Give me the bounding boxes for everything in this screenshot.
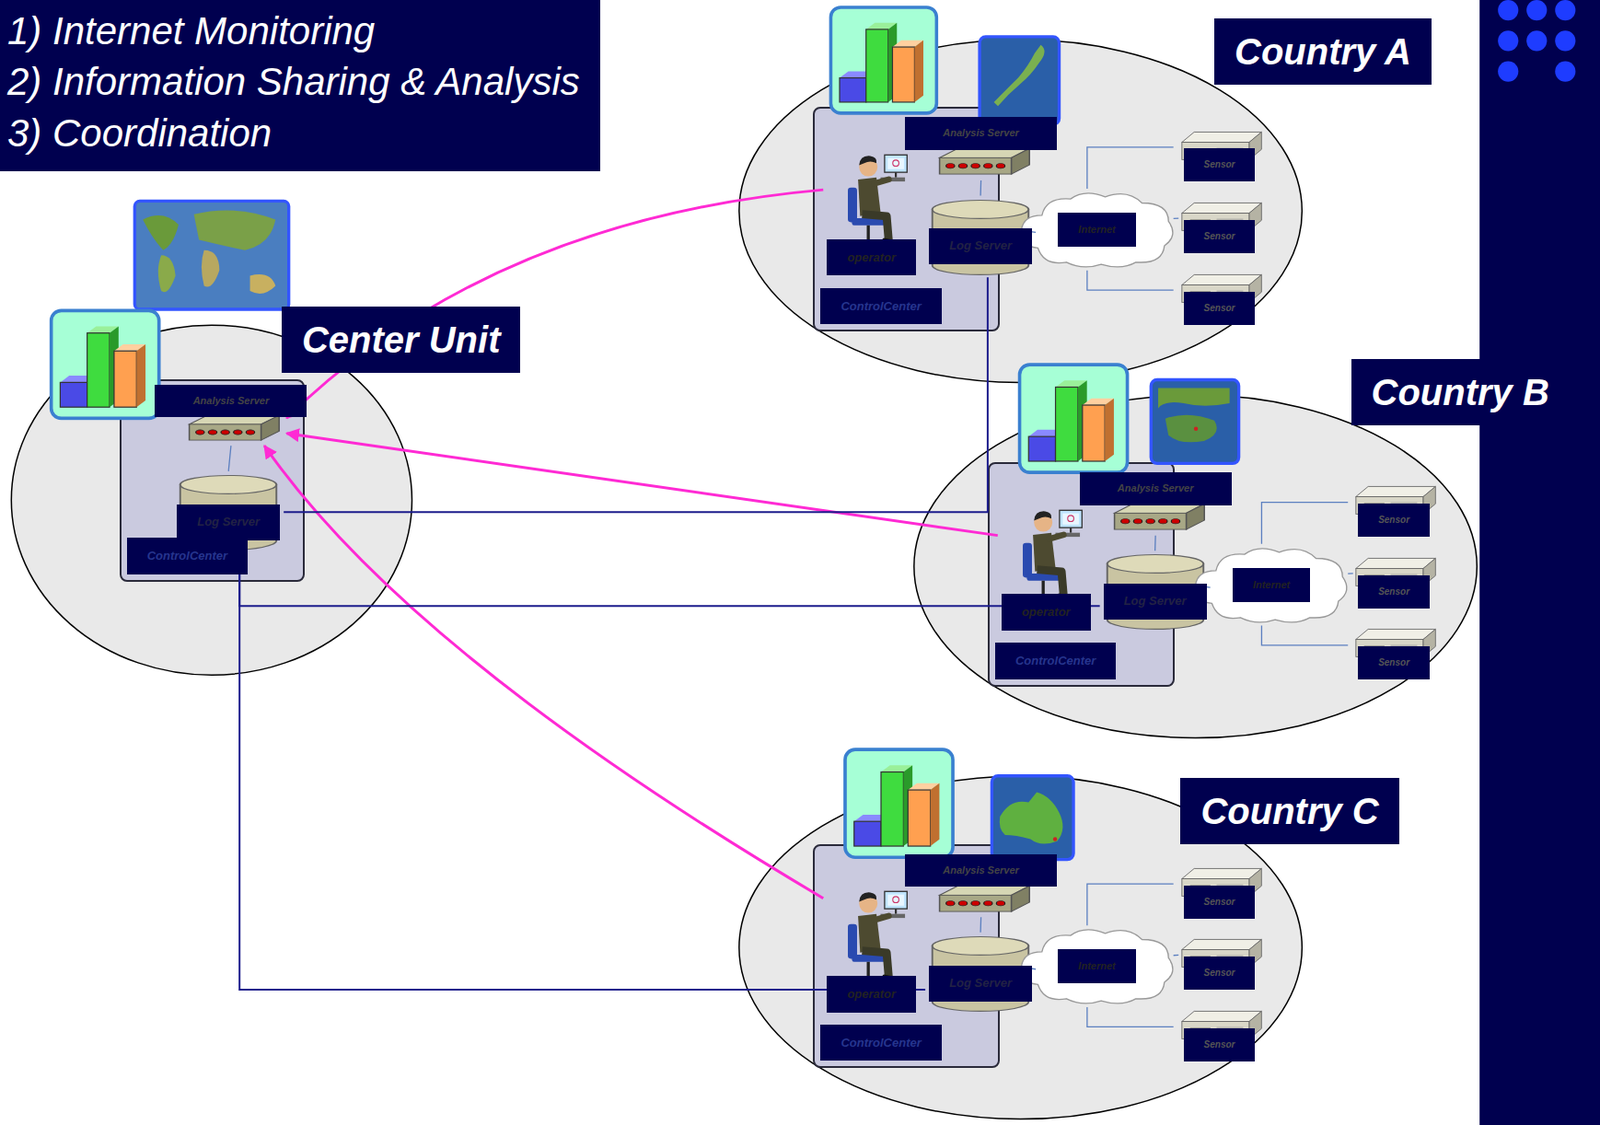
node-label: Sensor	[1357, 646, 1430, 680]
sensor-device: Sensor	[1173, 127, 1266, 185]
world-map	[134, 200, 289, 310]
sensor-device: Sensor	[1347, 554, 1440, 611]
node-label: Sensor	[1183, 956, 1256, 990]
objective-item: 1) Internet Monitoring	[7, 5, 580, 57]
node-label: Analysis Server	[1079, 472, 1232, 506]
node-label: Internet	[1057, 212, 1136, 247]
log-server: Log Server	[925, 932, 1036, 1015]
network-link	[1261, 625, 1348, 645]
node-label: Sensor	[1183, 291, 1256, 325]
network-link	[228, 445, 232, 472]
node-label: ControlCenter	[995, 642, 1116, 680]
control-center-box: ControlCenteroperatorAnalysis ServerLog …	[812, 844, 1000, 1069]
analysis-server: Analysis Server	[1100, 472, 1212, 536]
network-link	[1173, 218, 1180, 221]
operator-figure: operator	[823, 142, 920, 278]
node-label: operator	[1001, 593, 1091, 631]
node-label: Sensor	[1183, 1028, 1256, 1062]
sensor-device: Sensor	[1173, 1007, 1266, 1064]
log-server: Log Server	[1100, 550, 1211, 633]
analysis-server: Analysis Server	[174, 384, 287, 447]
network-link	[1347, 572, 1354, 575]
sensor-device: Sensor	[1347, 482, 1440, 539]
network-link	[979, 916, 982, 933]
operator-figure: operator	[997, 498, 1095, 633]
sensor-device: Sensor	[1173, 270, 1266, 327]
network-link	[1015, 966, 1036, 970]
sensor-device: Sensor	[1347, 625, 1440, 682]
node-label: Sensor	[1357, 575, 1430, 609]
sensor-device: Sensor	[1173, 935, 1266, 992]
internet-cloud: Internet	[1189, 544, 1353, 627]
node-label: Sensor	[1357, 503, 1430, 537]
node-label: Internet	[1057, 949, 1136, 984]
node-label: ControlCenter	[127, 537, 248, 575]
region-label: Center Unit	[281, 306, 522, 373]
network-link	[239, 553, 1100, 607]
network-link	[1173, 954, 1180, 957]
network-link	[239, 553, 926, 990]
network-link	[1087, 883, 1174, 926]
network-link	[1087, 147, 1174, 189]
sensor-device: Sensor	[1173, 198, 1266, 256]
log-server: Log Server	[925, 196, 1036, 279]
objective-item: 2) Information Sharing & Analysis	[7, 56, 580, 107]
network-link	[1261, 502, 1348, 545]
objective-box: 1) Internet Monitoring2) Information Sha…	[0, 0, 601, 172]
node-label: Sensor	[1183, 148, 1256, 182]
report-arrow	[264, 445, 824, 899]
australia-map	[991, 776, 1074, 860]
japan-map	[979, 36, 1059, 125]
network-link	[1087, 270, 1174, 290]
node-label: Sensor	[1183, 885, 1256, 919]
node-label: Log Server	[928, 965, 1032, 1002]
sensor-device: Sensor	[1173, 864, 1266, 921]
report-arrow	[286, 433, 998, 536]
node-label: Log Server	[928, 228, 1032, 265]
operator-figure: operator	[823, 879, 920, 1014]
region-label: Country C	[1180, 777, 1399, 845]
internet-cloud: Internet	[1015, 188, 1179, 271]
node-label: Sensor	[1183, 220, 1256, 254]
node-label: Log Server	[1103, 583, 1207, 620]
network-link	[979, 180, 982, 197]
network-link	[1189, 584, 1210, 588]
report-arrow	[286, 189, 824, 418]
node-label: Internet	[1232, 568, 1311, 603]
node-label: Analysis Server	[154, 384, 307, 418]
network-link	[283, 277, 988, 512]
network-link	[1015, 229, 1036, 232]
analysis-server: Analysis Server	[925, 116, 1037, 181]
region-label: Country B	[1351, 359, 1570, 426]
internet-cloud: Internet	[1015, 925, 1179, 1008]
node-label: ControlCenter	[820, 1024, 941, 1062]
objective-item: 3) Coordination	[7, 107, 580, 159]
network-link	[1154, 535, 1157, 552]
node-label: Analysis Server	[904, 116, 1057, 151]
node-label: Log Server	[176, 504, 280, 541]
control-center-box: ControlCenteroperatorAnalysis ServerLog …	[812, 106, 1000, 332]
singapore-map	[1150, 380, 1239, 464]
node-label: Analysis Server	[904, 854, 1057, 888]
network-link	[1087, 1007, 1174, 1027]
node-label: operator	[826, 975, 916, 1013]
analysis-server: Analysis Server	[925, 854, 1037, 918]
control-center-box: ControlCenteroperatorAnalysis ServerLog …	[987, 462, 1175, 687]
node-label: ControlCenter	[820, 288, 941, 325]
region-label: Country A	[1214, 18, 1432, 85]
node-label: operator	[826, 239, 916, 277]
